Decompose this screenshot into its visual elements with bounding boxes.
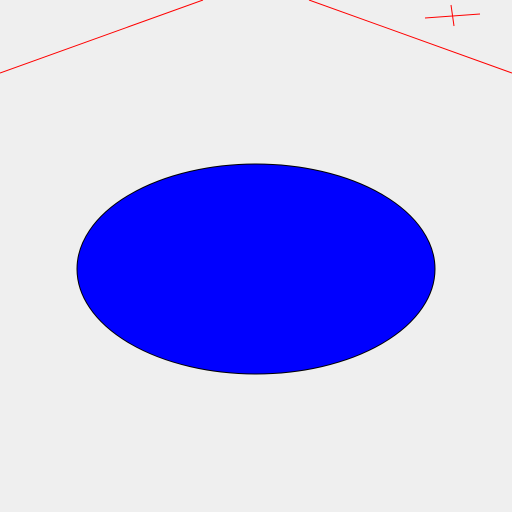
boundary-line-left [0, 0, 204, 74]
blue-disc[interactable] [76, 163, 436, 375]
crosshair-icon [424, 4, 481, 27]
boundary-line-right [308, 0, 512, 74]
